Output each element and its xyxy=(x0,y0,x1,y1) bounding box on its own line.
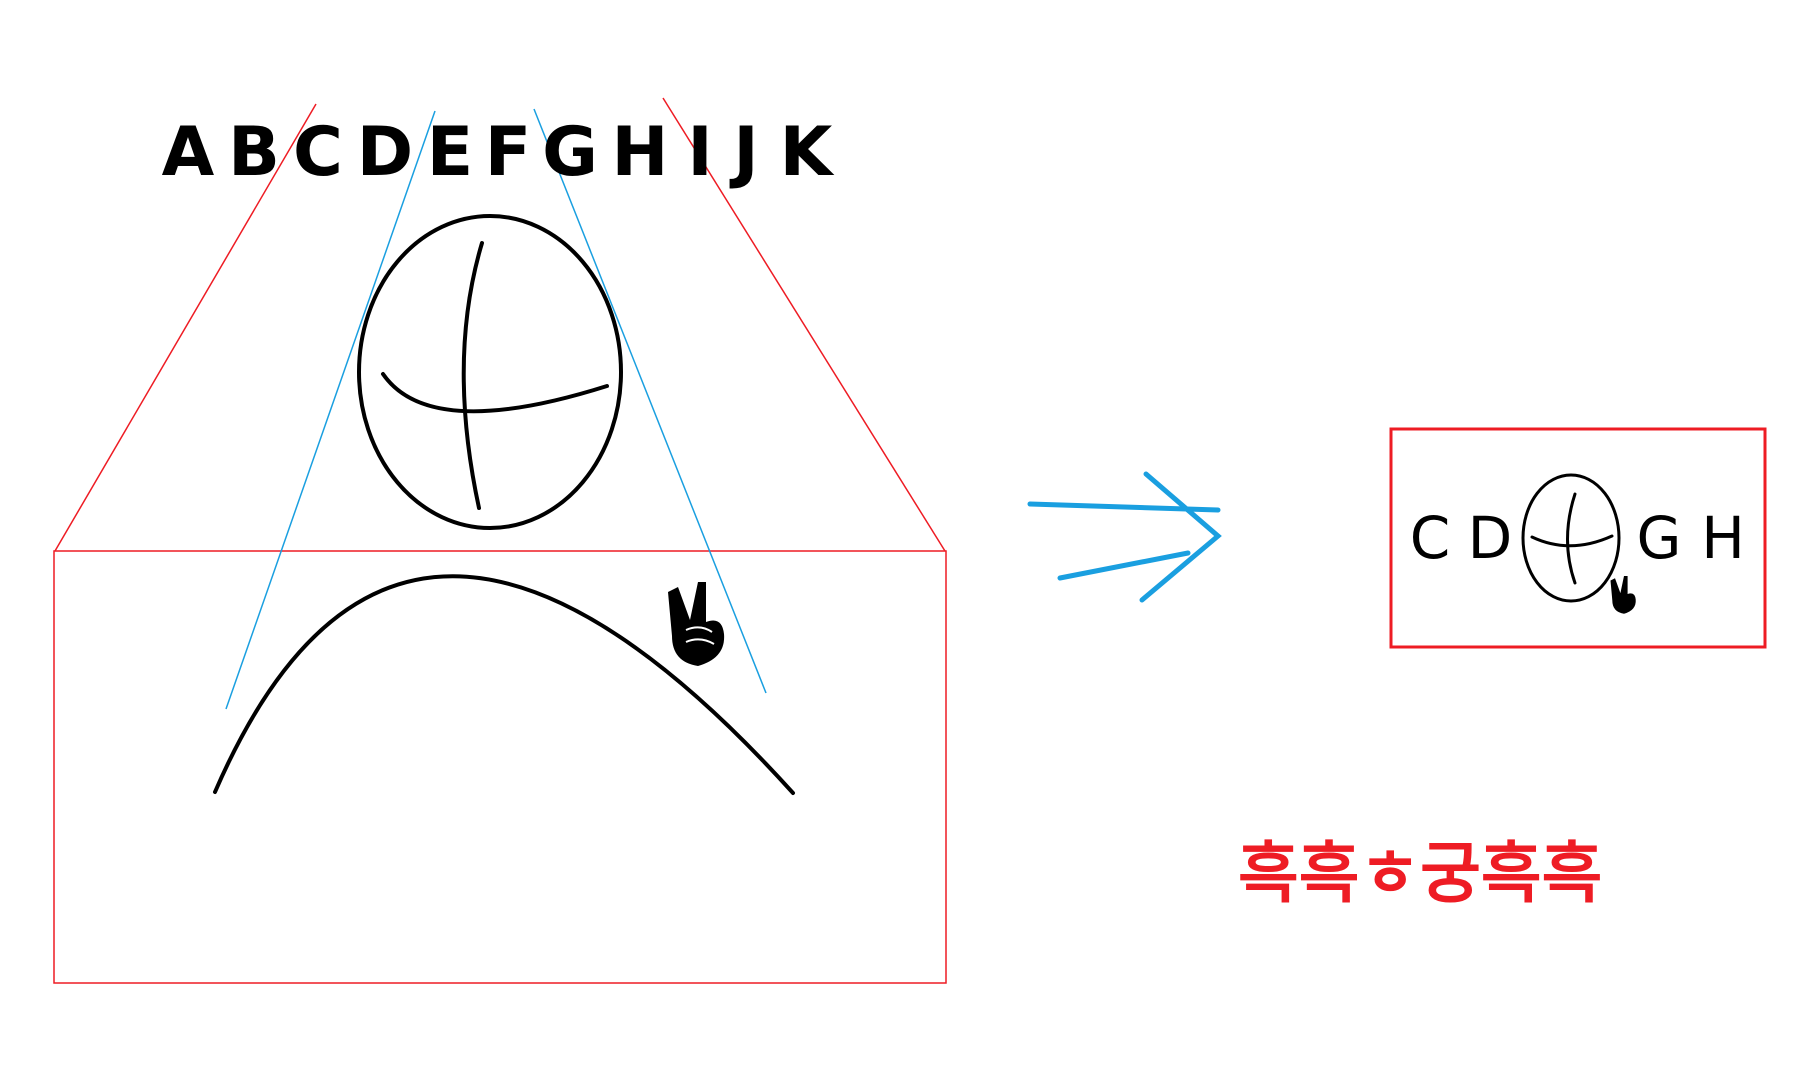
zoomed-panel-frame xyxy=(1389,427,1767,649)
top-letter-a: A xyxy=(162,113,215,192)
top-letter-j: J xyxy=(729,113,758,192)
zoomed-head xyxy=(1521,473,1621,603)
zoomed-letter-c: C xyxy=(1410,504,1451,572)
head-vertical-stroke xyxy=(461,241,484,510)
top-letter-e: E xyxy=(427,113,473,192)
red-field-rectangle xyxy=(53,550,947,984)
head-horizontal-stroke xyxy=(381,372,609,414)
zoomed-letter-d: D xyxy=(1468,504,1513,572)
top-letter-d: D xyxy=(357,113,413,192)
double-arrow-icon xyxy=(1027,471,1222,603)
zoomed-victory-hand-icon xyxy=(1610,576,1636,614)
top-letter-k: K xyxy=(780,113,835,192)
victory-hand-icon xyxy=(668,582,725,666)
red-frustum-left-edge xyxy=(54,103,317,552)
top-letter-h: H xyxy=(612,113,669,192)
zoomed-head-horizontal-stroke xyxy=(1530,534,1614,548)
top-letter-i: I xyxy=(687,113,712,192)
figure-body-arc xyxy=(213,574,795,795)
korean-caption: 흑흑ㅎ궁흑흑 xyxy=(1238,835,1602,912)
zoomed-head-vertical-stroke xyxy=(1566,492,1577,585)
top-letter-g: G xyxy=(542,113,598,192)
zoomed-letter-g: G xyxy=(1637,504,1682,572)
top-letter-b: B xyxy=(228,113,280,192)
blue-guide-right xyxy=(533,108,767,694)
top-letter-c: C xyxy=(293,113,343,192)
blue-guide-left xyxy=(225,110,436,710)
red-frustum-right-edge xyxy=(662,97,946,552)
top-letter-f: F xyxy=(485,113,531,192)
figure-head xyxy=(357,214,623,530)
zoomed-letter-h: H xyxy=(1701,504,1745,572)
